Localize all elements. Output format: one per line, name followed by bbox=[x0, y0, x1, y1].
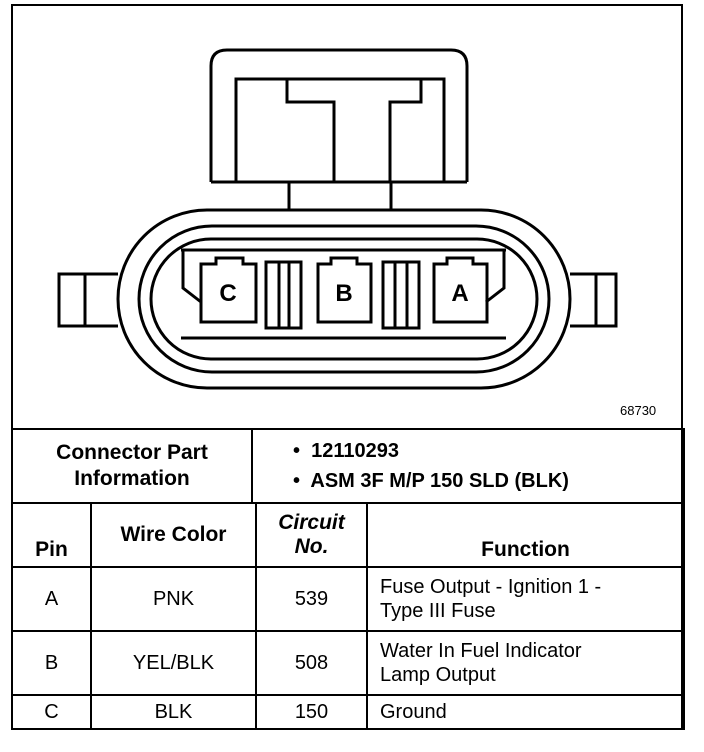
function-cell: Fuse Output - Ignition 1 - Type III Fuse bbox=[366, 566, 685, 632]
cavity-label-c: C bbox=[219, 280, 236, 307]
pin-cell: B bbox=[11, 630, 92, 696]
wire-color-cell: PNK bbox=[90, 566, 257, 632]
function-cell: Water In Fuel Indicator Lamp Output bbox=[366, 630, 685, 696]
circuit-cell: 150 bbox=[255, 694, 368, 730]
connector-drawing: C B A bbox=[57, 48, 618, 390]
cavity-b-outline bbox=[316, 256, 373, 324]
cavity-c-outline bbox=[199, 256, 258, 324]
part-info-label: Connector Part Information bbox=[11, 428, 253, 504]
part-info-items: • 12110293 • ASM 3F M/P 150 SLD (BLK) bbox=[251, 428, 685, 504]
right-ear bbox=[570, 272, 618, 328]
wire-color-cell: BLK bbox=[90, 694, 257, 730]
latch-t-bar bbox=[285, 79, 423, 182]
wire-color-cell: YEL/BLK bbox=[90, 630, 257, 696]
table-row: C BLK 150 Ground bbox=[11, 694, 685, 730]
cavity-label-a: A bbox=[451, 280, 468, 307]
header-function: Function bbox=[366, 502, 685, 568]
diagram-frame bbox=[11, 4, 683, 730]
part-info-table: Connector Part Information • 12110293 • … bbox=[11, 428, 685, 504]
table-row: A PNK 539 Fuse Output - Ignition 1 - Typ… bbox=[11, 566, 685, 632]
pin-table: Pin Wire Color Circuit No. Function A PN… bbox=[11, 502, 685, 730]
cavity-a-outline bbox=[432, 256, 489, 324]
housing-outer bbox=[116, 208, 572, 390]
circuit-cell: 539 bbox=[255, 566, 368, 632]
figure-id: 68730 bbox=[620, 403, 657, 418]
housing-inner bbox=[149, 237, 539, 361]
header-pin: Pin bbox=[11, 502, 92, 568]
housing-seal bbox=[137, 224, 551, 374]
latch-outer bbox=[209, 48, 469, 182]
cavity-label-b: B bbox=[335, 280, 352, 307]
circuit-cell: 508 bbox=[255, 630, 368, 696]
part-description: • ASM 3F M/P 150 SLD (BLK) bbox=[293, 470, 569, 492]
pin-cell: C bbox=[11, 694, 92, 730]
header-wire-color: Wire Color bbox=[90, 502, 257, 568]
function-cell: Ground bbox=[366, 694, 685, 730]
part-number: • 12110293 bbox=[293, 440, 400, 462]
separator-right bbox=[381, 260, 421, 330]
header-circuit: Circuit No. bbox=[255, 502, 368, 568]
left-ear bbox=[57, 272, 118, 328]
table-row: B YEL/BLK 508 Water In Fuel Indicator La… bbox=[11, 630, 685, 696]
pin-cell: A bbox=[11, 566, 92, 632]
separator-left bbox=[264, 260, 303, 330]
